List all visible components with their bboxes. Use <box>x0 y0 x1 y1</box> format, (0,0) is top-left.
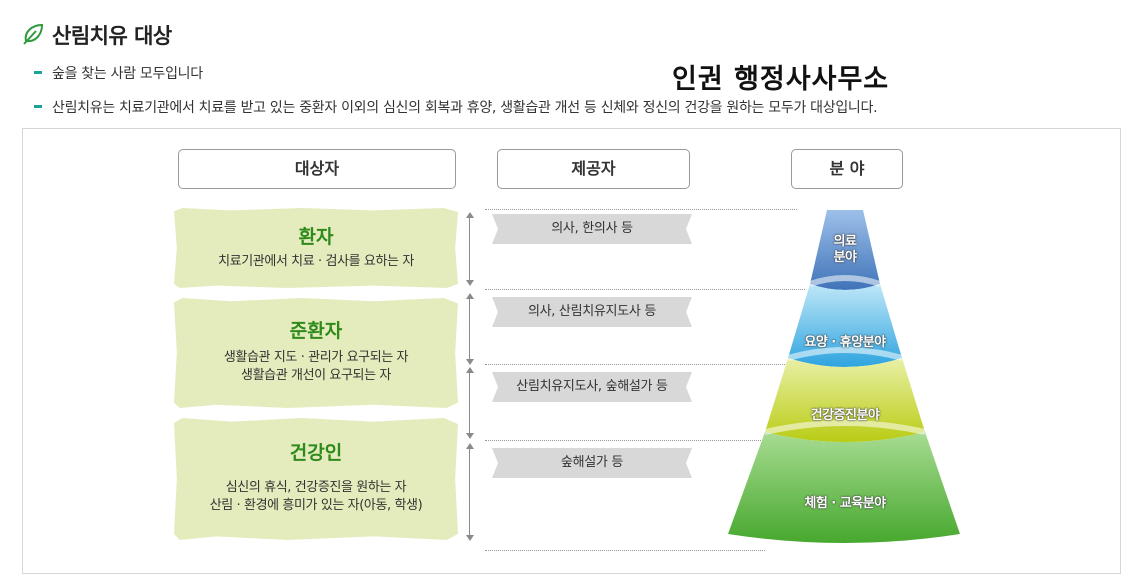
dotted-divider <box>485 289 805 290</box>
range-arrow <box>463 443 477 541</box>
page-title: 산림치유 대상 <box>52 24 172 48</box>
field-pyramid: 의료 분야 요양 · 휴양분야 건강증진분야 체험 · 교육분야 <box>720 200 970 570</box>
pyramid-layer-education <box>728 432 960 543</box>
range-arrow <box>463 212 477 286</box>
dash-icon <box>34 70 42 74</box>
target-desc: 생활습관 개선이 요구되는 자 <box>241 368 391 383</box>
diagram-frame <box>22 128 1121 574</box>
target-desc: 심신의 휴식, 건강증진을 원하는 자 <box>225 480 407 495</box>
target-box-semi-patient: 준환자 생활습관 지도 · 관리가 요구되는 자 생활습관 개선이 요구되는 자 <box>174 298 458 408</box>
bullet-text: 숲을 찾는 사람 모두입니다 <box>52 66 203 82</box>
field-label-education: 체험 · 교육분야 <box>804 496 886 511</box>
header-provider: 제공자 <box>497 149 690 189</box>
provider-tag: 숲해설가 등 <box>492 448 692 478</box>
field-label-line: 의료 <box>833 234 857 249</box>
bullet-item: 산림치유는 치료기관에서 치료를 받고 있는 중환자 이외의 심신의 회복과 휴… <box>34 97 878 117</box>
field-label-medical: 의료 분야 <box>720 234 970 266</box>
target-desc: 치료기관에서 치료 · 검사를 요하는 자 <box>218 254 414 269</box>
dotted-divider <box>485 550 765 551</box>
pyramid-layer-wellness <box>765 358 925 442</box>
target-title: 환자 <box>298 226 334 248</box>
target-box-patient: 환자 치료기관에서 치료 · 검사를 요하는 자 <box>174 208 458 288</box>
field-label-wellness: 건강증진분야 <box>810 408 880 423</box>
watermark-text: 인권 행정사사무소 <box>672 64 890 95</box>
provider-tag: 산림치유지도사, 숲해설가 등 <box>492 372 692 402</box>
dotted-divider <box>485 364 795 365</box>
field-label-recreation: 요양 · 휴양분야 <box>804 335 886 350</box>
pyramid-layer-recreation <box>788 284 902 367</box>
dotted-divider <box>485 209 797 210</box>
target-title: 준환자 <box>289 320 343 342</box>
provider-tag: 의사, 한의사 등 <box>492 214 692 244</box>
pyramid-layer-medical <box>810 210 880 290</box>
target-desc: 생활습관 지도 · 관리가 요구되는 자 <box>223 350 409 365</box>
pyramid-svg <box>728 210 960 543</box>
range-arrow <box>463 293 477 365</box>
target-desc: 산림 · 환경에 흥미가 있는 자(아동, 학생) <box>209 498 423 513</box>
leaf-icon <box>23 23 44 45</box>
header-target: 대상자 <box>178 149 456 189</box>
target-title: 건강인 <box>289 442 343 464</box>
field-label-line: 분야 <box>833 250 857 265</box>
header-field: 분 야 <box>791 149 903 189</box>
dotted-divider <box>485 440 775 441</box>
target-box-healthy: 건강인 심신의 휴식, 건강증진을 원하는 자 산림 · 환경에 흥미가 있는 … <box>174 418 458 540</box>
provider-tag: 의사, 산림치유지도사 등 <box>492 297 692 327</box>
bullet-item: 숲을 찾는 사람 모두입니다 <box>34 63 203 83</box>
range-arrow <box>463 367 477 439</box>
dash-icon <box>34 104 42 108</box>
bullet-text: 산림치유는 치료기관에서 치료를 받고 있는 중환자 이외의 심신의 회복과 휴… <box>52 100 878 116</box>
